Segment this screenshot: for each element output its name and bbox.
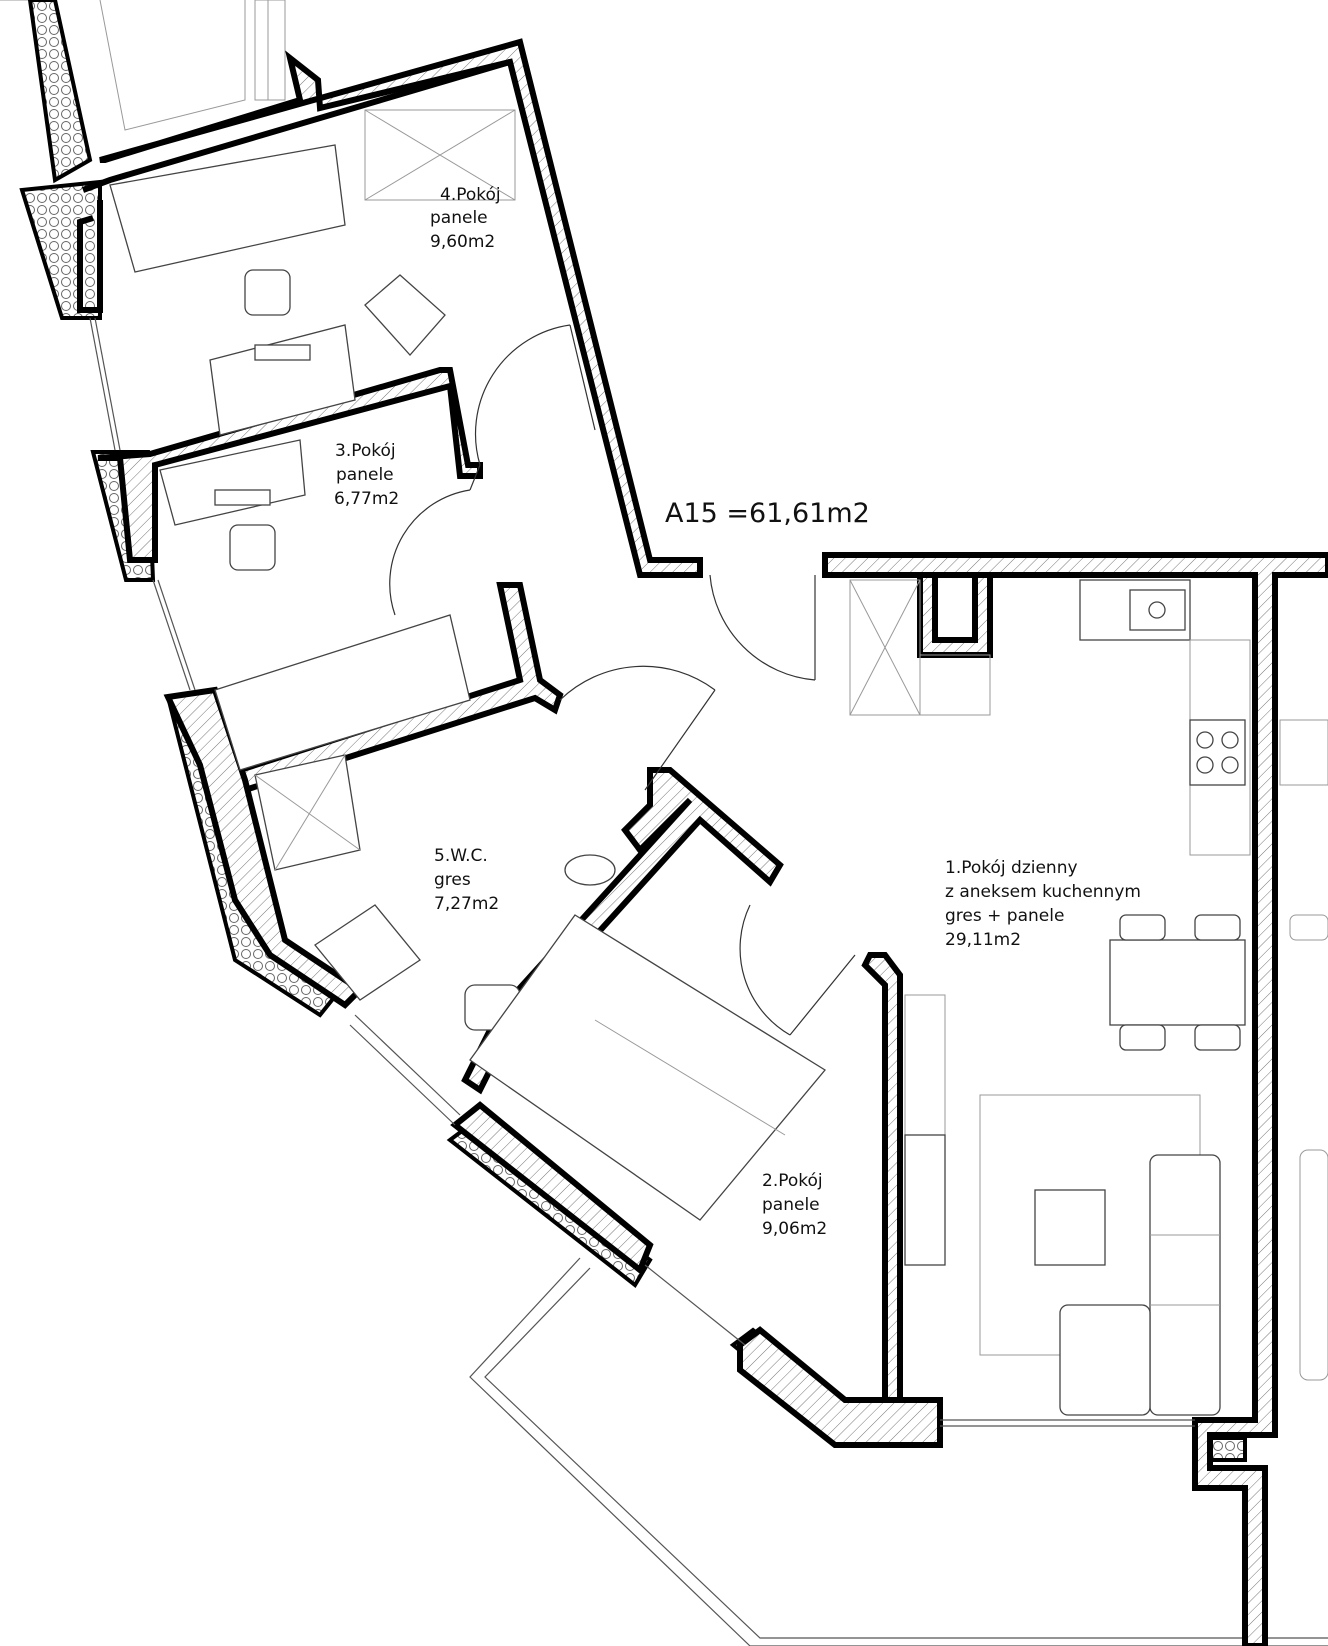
balcony-outline <box>469 1257 1328 1646</box>
main-walls <box>77 38 1328 1646</box>
windows <box>89 317 1195 1427</box>
room-2-floor: panele <box>762 1195 820 1215</box>
room-1-name: 1.Pokój dzienny <box>945 858 1078 878</box>
apartment-area-label: A15 =61,61m2 <box>665 498 870 529</box>
room-3-name: 3.Pokój <box>335 441 396 461</box>
room-label-2: 2.Pokój panele 9,06m2 <box>762 1171 827 1239</box>
room-1-floor: gres + panele <box>945 906 1064 926</box>
room-3-floor: panele <box>336 465 394 485</box>
room-5-floor: gres <box>434 870 471 890</box>
room-1-area: 29,11m2 <box>945 930 1021 950</box>
room-4-floor: panele <box>430 208 488 228</box>
room-label-1: 1.Pokój dzienny z aneksem kuchennym gres… <box>945 858 1141 950</box>
door-swings <box>389 324 856 1036</box>
room-2-name: 2.Pokój <box>762 1171 823 1191</box>
room-label-4: 4.Pokój panele 9,60m2 <box>430 185 501 252</box>
room-5-name: 5.W.C. <box>434 846 488 866</box>
room-5-area: 7,27m2 <box>434 894 499 914</box>
room-label-5: 5.W.C. gres 7,27m2 <box>434 846 499 914</box>
room-4-area: 9,60m2 <box>430 232 495 252</box>
room-1-subtitle: z aneksem kuchennym <box>945 882 1141 902</box>
room-2-area: 9,06m2 <box>762 1219 827 1239</box>
room-3-area: 6,77m2 <box>334 489 399 509</box>
room-label-3: 3.Pokój panele 6,77m2 <box>334 441 399 509</box>
furniture <box>109 109 1328 1416</box>
room-4-name: 4.Pokój <box>440 185 501 205</box>
